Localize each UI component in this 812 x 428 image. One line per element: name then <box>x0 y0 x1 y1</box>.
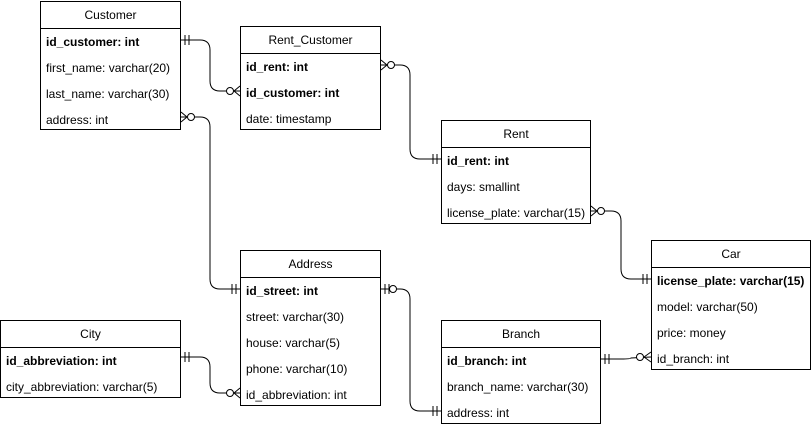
field-id-customer: id_customer: int <box>246 86 340 100</box>
field-price: price: money <box>657 326 726 340</box>
entity-title: Car <box>652 241 810 268</box>
field-id-abbreviation: id_abbreviation: int <box>246 388 347 402</box>
field-city-abbreviation: city_abbreviation: varchar(5) <box>6 380 158 394</box>
field-license-plate: license_plate: varchar(15) <box>657 274 805 288</box>
link-customer-address <box>180 111 240 294</box>
field-id-street: id_street: int <box>246 284 319 298</box>
entity-title: Address <box>241 251 380 278</box>
entity-city[interactable]: City id_abbreviation: int city_abbreviat… <box>0 320 181 398</box>
entity-car[interactable]: Car license_plate: varchar(15) model: va… <box>651 240 811 370</box>
field-id-branch: id_branch: int <box>657 352 730 366</box>
field-first-name: first_name: varchar(20) <box>46 61 171 75</box>
field-address: address: int <box>46 113 109 127</box>
field-phone: phone: varchar(10) <box>246 362 348 376</box>
field-id-rent: id_rent: int <box>447 154 509 168</box>
entity-title: Rent_Customer <box>241 27 380 54</box>
field-last-name: last_name: varchar(30) <box>46 87 170 101</box>
entity-branch[interactable]: Branch id_branch: int branch_name: varch… <box>441 320 601 424</box>
entity-title: City <box>1 321 180 348</box>
field-id-branch: id_branch: int <box>447 354 527 368</box>
link-customer-rent-customer <box>181 35 241 97</box>
field-model: model: varchar(50) <box>657 300 758 314</box>
link-branch-car <box>601 351 652 364</box>
field-id-abbreviation: id_abbreviation: int <box>6 354 117 368</box>
entity-rent-customer[interactable]: Rent_Customer id_rent: int id_customer: … <box>240 26 381 130</box>
field-id-customer: id_customer: int <box>46 35 140 49</box>
field-house: house: varchar(5) <box>246 336 341 350</box>
entity-rent[interactable]: Rent id_rent: int days: smallint license… <box>441 120 591 224</box>
entity-address[interactable]: Address id_street: int street: varchar(3… <box>240 250 381 406</box>
link-rent-customer-rent <box>380 59 441 164</box>
link-rent-car <box>590 205 651 284</box>
entity-title: Customer <box>41 2 180 29</box>
field-id-rent: id_rent: int <box>246 60 308 74</box>
field-street: street: varchar(30) <box>246 310 345 324</box>
link-address-branch <box>381 284 441 416</box>
field-address: address: int <box>447 406 510 420</box>
field-date: date: timestamp <box>246 112 332 126</box>
entity-title: Rent <box>442 121 590 148</box>
entity-title: Branch <box>442 321 600 348</box>
field-days: days: smallint <box>447 180 520 194</box>
field-license-plate: license_plate: varchar(15) <box>447 206 586 220</box>
link-city-address <box>181 352 241 399</box>
entity-customer[interactable]: Customer id_customer: int first_name: va… <box>40 1 181 130</box>
field-branch-name: branch_name: varchar(30) <box>447 380 589 394</box>
